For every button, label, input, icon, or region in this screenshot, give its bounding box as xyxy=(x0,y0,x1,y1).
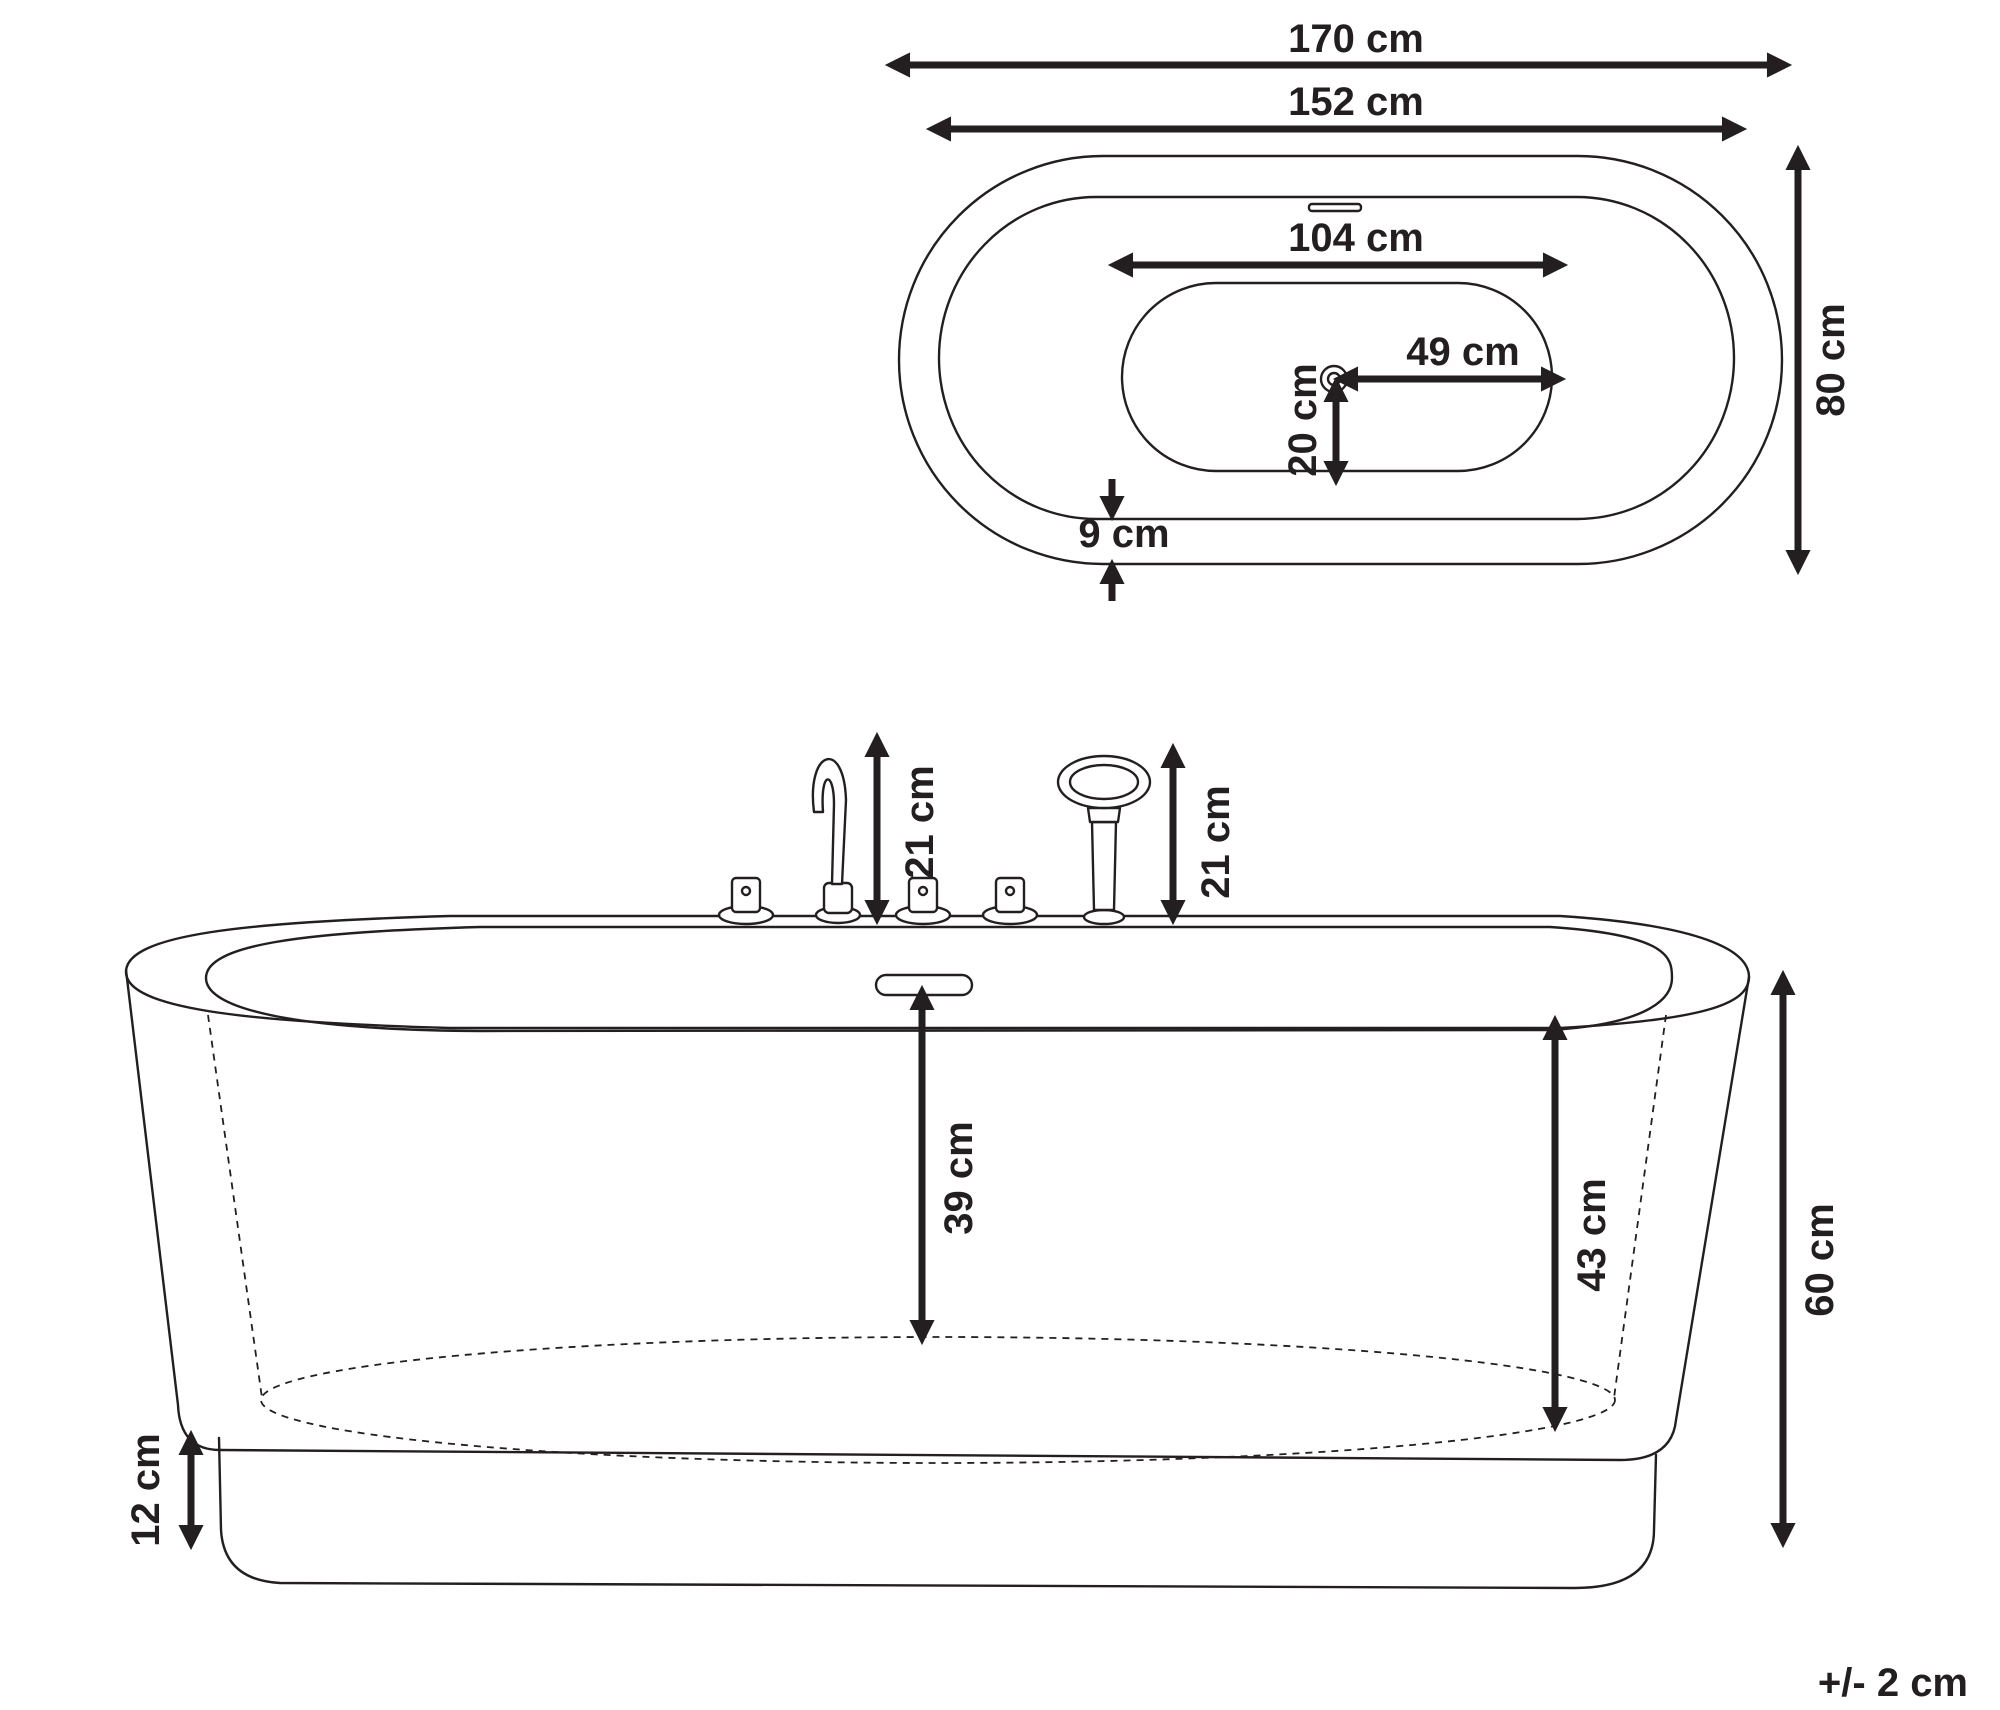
tub-outer-top-rim xyxy=(124,914,1751,1030)
label-faucet-21cm: 21 cm xyxy=(898,765,942,878)
label-43cm: 43 cm xyxy=(1570,1178,1614,1291)
tub-inner-top-rim xyxy=(204,925,1674,1033)
label-60cm: 60 cm xyxy=(1798,1203,1842,1316)
faucet-spout-icon xyxy=(811,757,862,925)
label-80cm: 80 cm xyxy=(1809,303,1853,416)
tub-plinth xyxy=(217,1436,1658,1590)
inner-floor-hidden xyxy=(260,1336,1616,1464)
tub-outer-rim xyxy=(897,154,1784,566)
overflow-slot-front xyxy=(874,973,974,997)
label-12cm: 12 cm xyxy=(124,1433,168,1546)
label-49cm: 49 cm xyxy=(1406,330,1519,374)
tolerance-note: +/- 2 cm xyxy=(1818,1661,1968,1705)
hand-shower-icon xyxy=(1056,754,1152,926)
label-9cm: 9 cm xyxy=(1078,512,1169,556)
label-20cm: 20 cm xyxy=(1281,363,1325,476)
tap-knob-right-icon xyxy=(981,876,1039,926)
tap-knob-middle-icon xyxy=(894,876,952,926)
tap-knob-left-icon xyxy=(717,876,775,926)
tub-shell xyxy=(124,968,1751,1462)
top-view: 170 cm 152 cm 104 cm 49 cm 20 cm 9 cm 80… xyxy=(884,17,1853,601)
label-104cm: 104 cm xyxy=(1288,216,1424,260)
inner-wall-right-hidden xyxy=(1613,1014,1667,1399)
tub-inner-rim xyxy=(937,195,1736,521)
label-39cm: 39 cm xyxy=(937,1121,981,1234)
label-152cm: 152 cm xyxy=(1288,80,1424,124)
label-shower-21cm: 21 cm xyxy=(1194,785,1238,898)
label-170cm: 170 cm xyxy=(1288,17,1424,61)
inner-wall-left-hidden xyxy=(207,1014,263,1399)
side-view: 21 cm 21 cm 39 cm 43 cm 60 cm 12 cm xyxy=(124,731,1842,1590)
overflow-slot-top xyxy=(1307,202,1363,213)
